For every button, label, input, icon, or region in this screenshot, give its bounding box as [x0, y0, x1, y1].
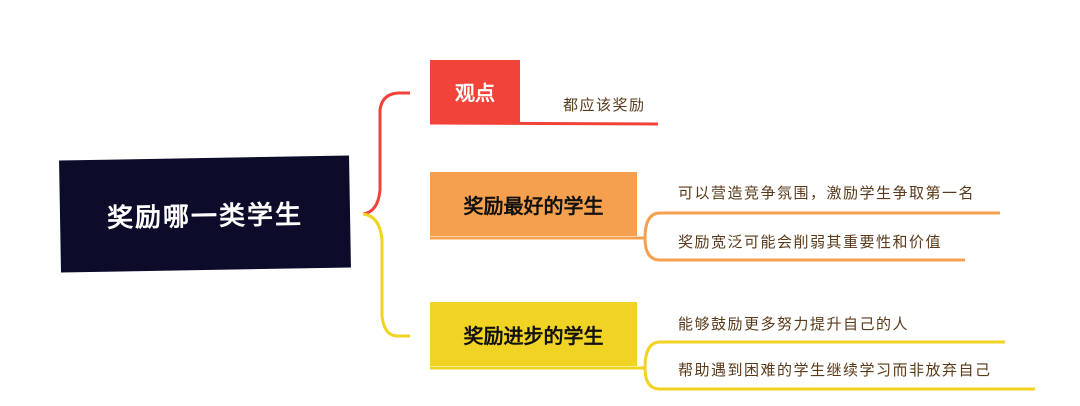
leaf-topic[interactable]: 可以营造竞争氛围，激励学生争取第一名: [678, 184, 976, 202]
leaf-line-yellow-2: [643, 367, 1035, 391]
branch-reward-progress[interactable]: 奖励进步的学生: [430, 302, 637, 366]
leaf-topic[interactable]: 帮助遇到困难的学生继续学习而非放弃自己: [678, 361, 992, 379]
leaf-topic[interactable]: 奖励宽泛可能会削弱其重要性和价值: [678, 233, 943, 251]
leaf-topic[interactable]: 都应该奖励: [563, 96, 646, 114]
leaf-line-orange-2: [643, 237, 965, 262]
leaf-line-yellow-1: [643, 340, 1005, 369]
branch-reward-best[interactable]: 奖励最好的学生: [430, 172, 637, 236]
branch-viewpoint[interactable]: 观点: [430, 60, 520, 122]
leaf-line-orange-1: [643, 211, 1000, 239]
underline-red: [429, 121, 659, 126]
connector-red: [362, 91, 410, 216]
leaf-topic[interactable]: 能够鼓励更多努力提升自己的人: [678, 315, 910, 333]
root-topic[interactable]: 奖励哪一类学生: [59, 155, 351, 273]
connector-yellow: [362, 212, 410, 338]
